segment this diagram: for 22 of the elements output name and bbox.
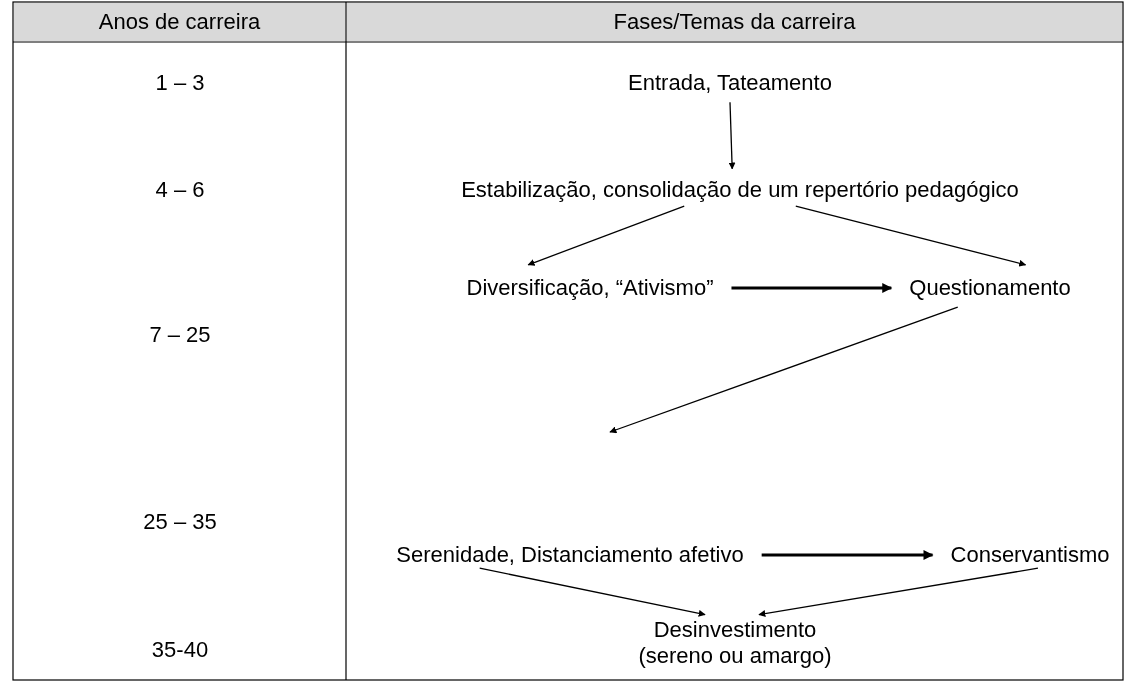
arrow bbox=[527, 205, 685, 266]
phase-label: Entrada, Tateamento bbox=[628, 69, 832, 97]
column-header: Fases/Temas da carreira bbox=[347, 3, 1122, 41]
arrow bbox=[728, 101, 736, 170]
arrow bbox=[761, 550, 934, 560]
phase-label: Diversificação, “Ativismo” bbox=[466, 274, 714, 302]
year-range-label: 4 – 6 bbox=[155, 176, 205, 204]
year-range-label: 25 – 35 bbox=[143, 508, 217, 536]
arrow bbox=[609, 306, 959, 434]
arrow bbox=[758, 567, 1039, 618]
phase-label: Conservantismo bbox=[950, 541, 1110, 569]
phase-label: Serenidade, Distanciamento afetivo bbox=[396, 541, 744, 569]
column-header: Anos de carreira bbox=[14, 3, 345, 41]
arrow bbox=[795, 205, 1027, 267]
arrow bbox=[479, 567, 706, 617]
phase-label: Estabilização, consolidação de um repertório pedagógico bbox=[461, 176, 1019, 204]
year-range-label: 1 – 3 bbox=[155, 69, 205, 97]
phase-label: Desinvestimento (sereno ou amargo) bbox=[635, 616, 835, 670]
phase-label: Questionamento bbox=[909, 274, 1071, 302]
year-range-label: 7 – 25 bbox=[149, 321, 211, 349]
year-range-label: 35-40 bbox=[151, 636, 209, 664]
arrow bbox=[731, 283, 893, 293]
